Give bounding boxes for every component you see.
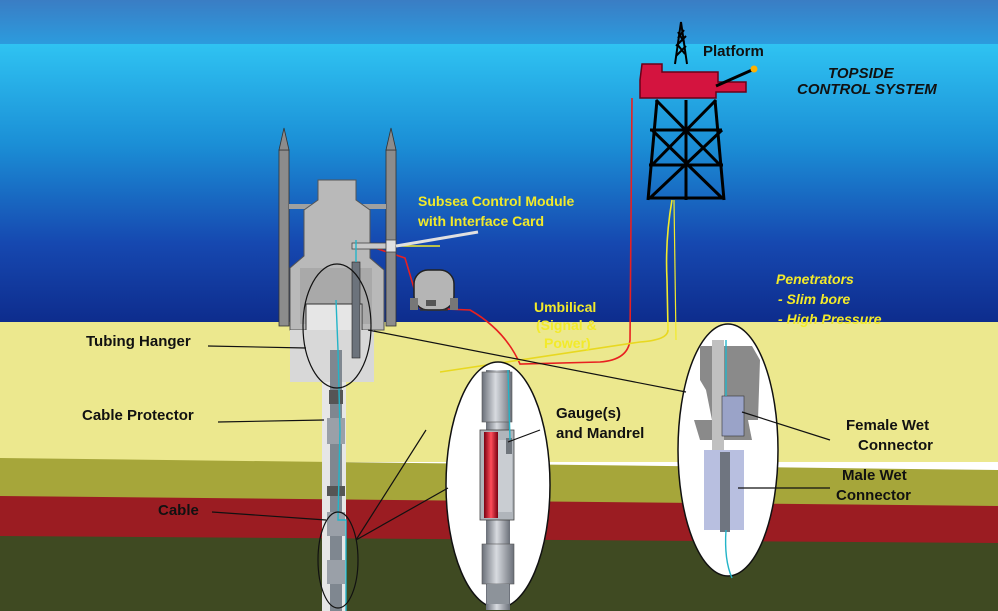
- label-umbilical-2: (Signal &: [536, 317, 597, 333]
- label-scm-2: with Interface Card: [417, 213, 544, 229]
- label-gauge-2: and Mandrel: [556, 425, 644, 442]
- label-umbilical-1: Umbilical: [534, 299, 596, 315]
- label-umbilical-3: Power): [544, 335, 591, 351]
- gauge-mandrel-detail: [445, 361, 551, 610]
- leader-lines: [207, 329, 831, 541]
- label-cable-protector: Cable Protector: [82, 407, 194, 424]
- cable-highlight: [317, 511, 359, 609]
- umbilical-lines: [374, 97, 677, 373]
- subsea-control-module: [395, 230, 479, 311]
- labels: Platform TOPSIDE CONTROL SYSTEM Subsea C…: [82, 43, 937, 519]
- sky-band: [0, 0, 998, 48]
- label-penetrators-title: Penetrators: [776, 271, 854, 287]
- label-penetrators-item-2: - High Pressure: [778, 311, 882, 327]
- platform-deck: [639, 63, 747, 99]
- label-gauge-1: Gauge(s): [556, 405, 621, 422]
- label-male-2: Connector: [836, 487, 911, 504]
- label-female-2: Connector: [858, 437, 933, 454]
- label-male-1: Male Wet: [842, 467, 907, 484]
- wet-connector-detail: [677, 323, 779, 579]
- label-tubing-hanger: Tubing Hanger: [86, 333, 191, 350]
- label-platform: Platform: [703, 43, 764, 60]
- platform: [639, 21, 758, 201]
- tubing-hanger-highlight: [302, 263, 372, 389]
- label-topside-1: TOPSIDE: [828, 65, 895, 82]
- label-topside-2: CONTROL SYSTEM: [797, 81, 937, 98]
- subsea-tree: [278, 127, 440, 611]
- label-cable: Cable: [158, 502, 199, 519]
- sea-water: [0, 44, 998, 329]
- label-scm-1: Subsea Control Module: [418, 193, 575, 209]
- label-female-1: Female Wet: [846, 417, 929, 434]
- flare-icon: [750, 65, 758, 73]
- label-penetrators-item-1: - Slim bore: [778, 291, 851, 307]
